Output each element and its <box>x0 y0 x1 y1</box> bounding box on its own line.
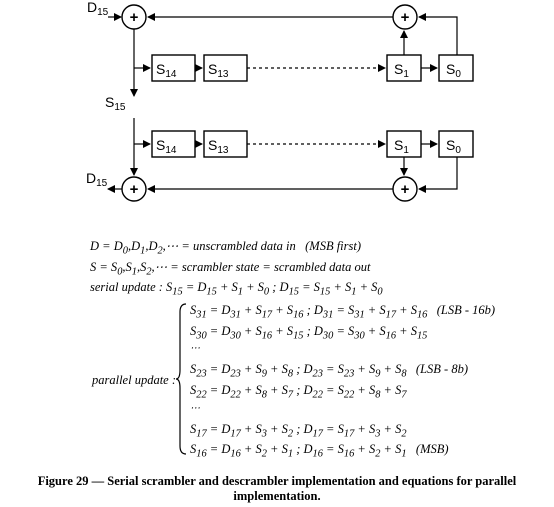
equation-unscrambled: D = D0,D1,D2,⋯ = unscrambled data in (MS… <box>90 239 362 257</box>
parallel-brace <box>176 303 187 455</box>
parallel-eq-s17: S17 = D17 + S3 + S2 ; D17 = S17 + S3 + S… <box>190 422 407 440</box>
scrambler-circuit: D15 + + S15 S14 S13 <box>87 0 474 113</box>
equation-serial-update: serial update : S15 = D15 + S1 + S0 ; D1… <box>90 280 383 298</box>
scrambler-feedback-adder: + <box>392 4 418 30</box>
register-s14: S14 <box>151 54 196 82</box>
svg-text:+: + <box>401 9 410 26</box>
register-s1: S1 <box>386 54 422 82</box>
parallel-update-label: parallel update : <box>92 373 177 387</box>
svg-text:+: + <box>401 181 410 198</box>
parallel-eq-ellipsis-1: ⋯ <box>190 343 200 354</box>
parallel-eq-s16: S16 = D16 + S2 + S1 ; D16 = S16 + S2 + S… <box>190 442 449 460</box>
descrambler-register-s13: S13 <box>203 130 248 158</box>
descrambler-output-label: D15 <box>86 170 108 189</box>
descrambler-register-s14: S14 <box>151 130 196 158</box>
parallel-eq-s22: S22 = D22 + S8 + S7 ; D22 = S22 + S8 + S… <box>190 383 407 401</box>
descrambler-feedback-adder: + <box>392 176 418 202</box>
register-s13: S13 <box>203 54 248 82</box>
svg-text:+: + <box>130 9 139 26</box>
descrambler-register-s0: S0 <box>438 130 474 158</box>
scrambler-input-adder: + <box>121 4 147 30</box>
scrambler-diagram: D15 + + S15 S14 S13 <box>86 0 474 202</box>
descrambler-output-adder: + <box>121 176 147 202</box>
equation-scrambler-state: S = S0,S1,S2,⋯ = scrambler state = scram… <box>90 260 371 278</box>
parallel-eq-s23: S23 = D23 + S9 + S8 ; D23 = S23 + S9 + S… <box>190 362 468 380</box>
parallel-eq-s30: S30 = D30 + S16 + S15 ; D30 = S30 + S16 … <box>190 324 428 342</box>
scrambler-input-label: D15 <box>87 0 109 18</box>
register-s0: S0 <box>438 54 474 82</box>
svg-text:+: + <box>130 181 139 198</box>
descrambler-circuit: S14 S13 S1 S0 + + D15 <box>86 118 474 202</box>
figure-caption: Figure 29 — Serial scrambler and descram… <box>37 474 517 503</box>
parallel-eq-ellipsis-2: ⋯ <box>190 403 200 414</box>
descrambler-register-s1: S1 <box>386 130 422 158</box>
scrambler-output-label: S15 <box>105 94 126 113</box>
parallel-eq-s31: S31 = D31 + S17 + S16 ; D31 = S31 + S17 … <box>190 303 496 321</box>
